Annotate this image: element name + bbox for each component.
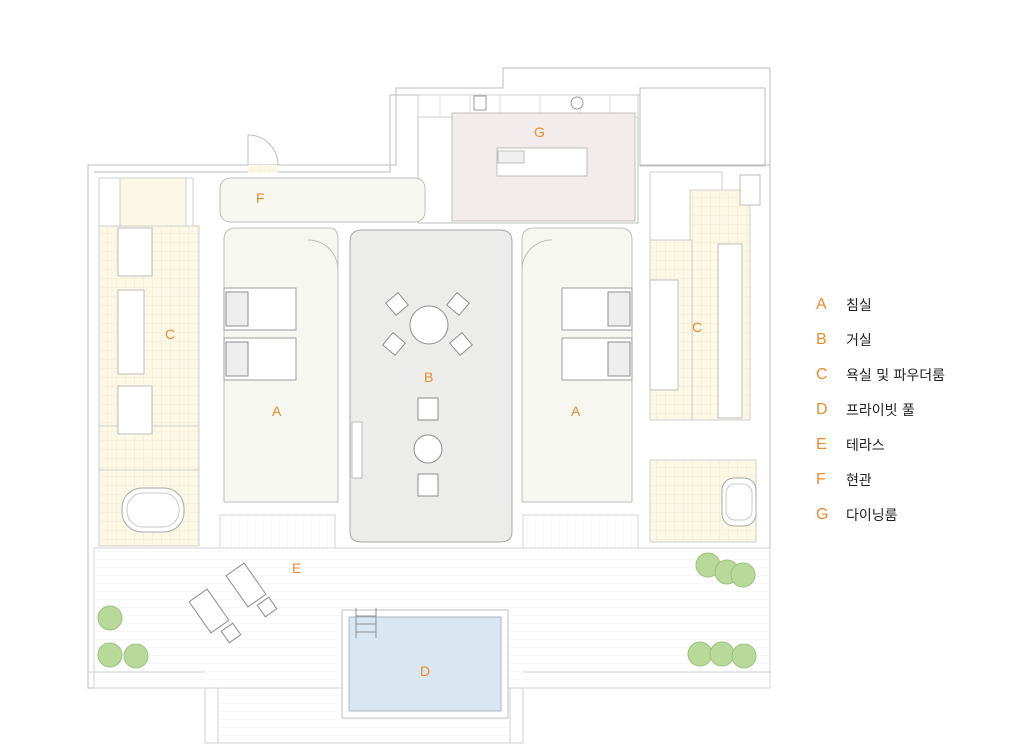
legend-item: F 현관: [816, 462, 1016, 497]
bathroom-left: [98, 177, 200, 547]
label-dining: G: [534, 124, 545, 140]
bedroom-left: [223, 227, 339, 503]
legend: A 침실 B 거실 C 욕실 및 파우더룸 D 프라이빗 풀 E 테라스 F 현…: [816, 287, 1016, 532]
legend-label: 욕실 및 파우더룸: [846, 367, 946, 384]
legend-label: 현관: [846, 472, 872, 489]
living-room: [349, 229, 513, 543]
legend-letter: B: [816, 330, 827, 348]
label-terrace: E: [292, 560, 301, 576]
label-bedroom-left: A: [272, 403, 282, 419]
legend-letter: A: [816, 295, 827, 313]
legend-label: 거실: [846, 332, 872, 349]
legend-item: E 테라스: [816, 427, 1016, 462]
label-entrance: F: [256, 190, 265, 206]
legend-item: A 침실: [816, 287, 1016, 322]
legend-letter: E: [816, 435, 827, 453]
legend-letter: F: [816, 470, 826, 488]
legend-item: C 욕실 및 파우더룸: [816, 357, 1016, 392]
legend-label: 침실: [846, 297, 872, 314]
label-living: B: [424, 369, 433, 385]
label-bath-right: C: [692, 319, 702, 335]
floor-plan: A A B C C D E F G: [87, 67, 771, 744]
label-bedroom-right: A: [571, 403, 581, 419]
legend-item: D 프라이빗 풀: [816, 392, 1016, 427]
dining-area: [417, 94, 639, 222]
label-bath-left: C: [165, 326, 175, 342]
legend-letter: D: [816, 400, 828, 418]
bedroom-right: [521, 227, 633, 503]
legend-label: 다이닝룸: [846, 507, 898, 524]
label-pool: D: [420, 663, 430, 679]
legend-label: 프라이빗 풀: [846, 402, 915, 419]
bathroom-right: [649, 171, 761, 543]
legend-item: G 다이닝룸: [816, 497, 1016, 532]
entrance-hall: [219, 134, 426, 223]
legend-letter: C: [816, 365, 828, 383]
legend-item: B 거실: [816, 322, 1016, 357]
private-pool: [341, 608, 509, 719]
legend-label: 테라스: [846, 437, 885, 454]
plants: [97, 552, 757, 669]
sun-loungers: [188, 562, 278, 644]
legend-letter: G: [816, 505, 829, 523]
